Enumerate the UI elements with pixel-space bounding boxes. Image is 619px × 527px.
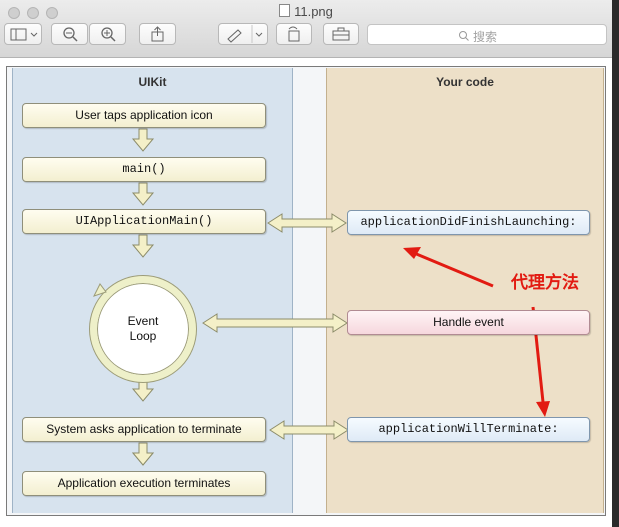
loop-arrow-icon (93, 283, 107, 297)
sidebar-toggle-button[interactable] (4, 23, 42, 45)
background-window-strip (612, 0, 619, 527)
share-button[interactable] (139, 23, 176, 45)
lifecycle-diagram: UIKit Your code (6, 66, 606, 516)
toolbox-icon (332, 27, 350, 41)
step-uiapplicationmain: UIApplicationMain() (22, 209, 266, 234)
arrow-down-2 (132, 182, 154, 206)
minimize-button[interactable] (27, 7, 39, 19)
event-loop-label: Event Loop (97, 314, 189, 344)
sidebar-icon (10, 28, 38, 41)
arrow-down-4 (132, 378, 154, 402)
uikit-column-title: UIKit (138, 75, 167, 89)
red-arrow-to-did-finish (403, 247, 494, 288)
search-placeholder: 搜索 (473, 30, 498, 44)
double-arrow-event (202, 313, 348, 333)
your-code-column-title: Your code (436, 75, 494, 89)
event-loop-line-2: Loop (129, 329, 157, 343)
window-title: 11.png (0, 4, 612, 19)
step-system-asks-terminate: System asks application to terminate (22, 417, 266, 442)
zoom-out-icon (63, 27, 78, 42)
rotate-button[interactable] (276, 23, 312, 45)
zoom-in-button[interactable] (89, 23, 126, 45)
delegate-did-finish-launching: applicationDidFinishLaunching: (347, 210, 590, 235)
arrow-down-1 (132, 128, 154, 152)
titlebar: 11.png (0, 0, 612, 58)
event-loop: Event Loop (90, 276, 196, 382)
arrow-down-6 (132, 442, 154, 466)
step-main: main() (22, 157, 266, 182)
zoom-in-icon (101, 27, 116, 42)
arrow-down-3 (132, 234, 154, 258)
pen-icon (227, 25, 263, 43)
share-icon (151, 26, 164, 42)
zoom-button[interactable] (46, 7, 58, 19)
step-user-taps: User taps application icon (22, 103, 266, 128)
rotate-icon (288, 26, 300, 42)
event-loop-line-1: Event (127, 314, 159, 328)
double-arrow-terminate (269, 420, 349, 440)
delegate-methods-annotation: 代理方法 (511, 273, 579, 293)
diagram-arrows (132, 128, 550, 466)
image-content: UIKit Your code (0, 58, 612, 527)
markup-button[interactable] (218, 23, 268, 45)
delegate-will-terminate: applicationWillTerminate: (347, 417, 590, 442)
window-title-text: 11.png (294, 4, 333, 19)
document-icon (279, 4, 291, 17)
toolbox-button[interactable] (323, 23, 359, 45)
search-field[interactable]: 搜索 (367, 24, 607, 45)
search-icon (459, 31, 469, 41)
close-button[interactable] (8, 7, 20, 19)
zoom-out-button[interactable] (51, 23, 88, 45)
step-execution-terminates: Application execution terminates (22, 471, 266, 496)
double-arrow-launch (267, 213, 347, 233)
handle-event-box: Handle event (347, 310, 590, 335)
